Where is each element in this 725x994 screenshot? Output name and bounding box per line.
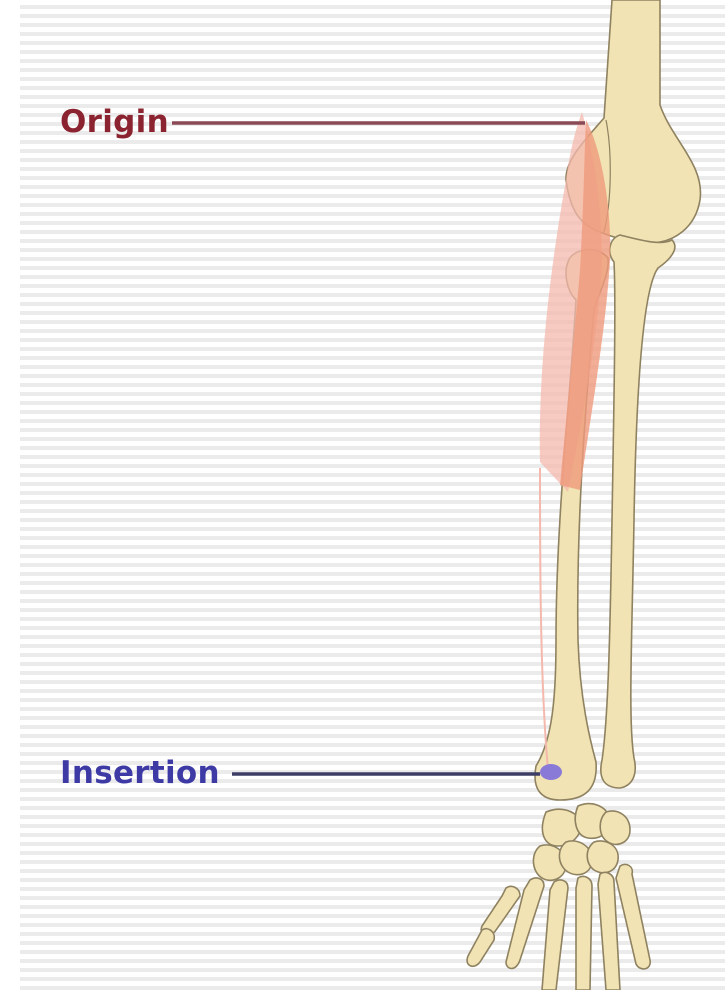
insertion-label: Insertion (60, 755, 220, 791)
insertion-marker (540, 764, 562, 780)
origin-label: Origin (60, 104, 169, 140)
